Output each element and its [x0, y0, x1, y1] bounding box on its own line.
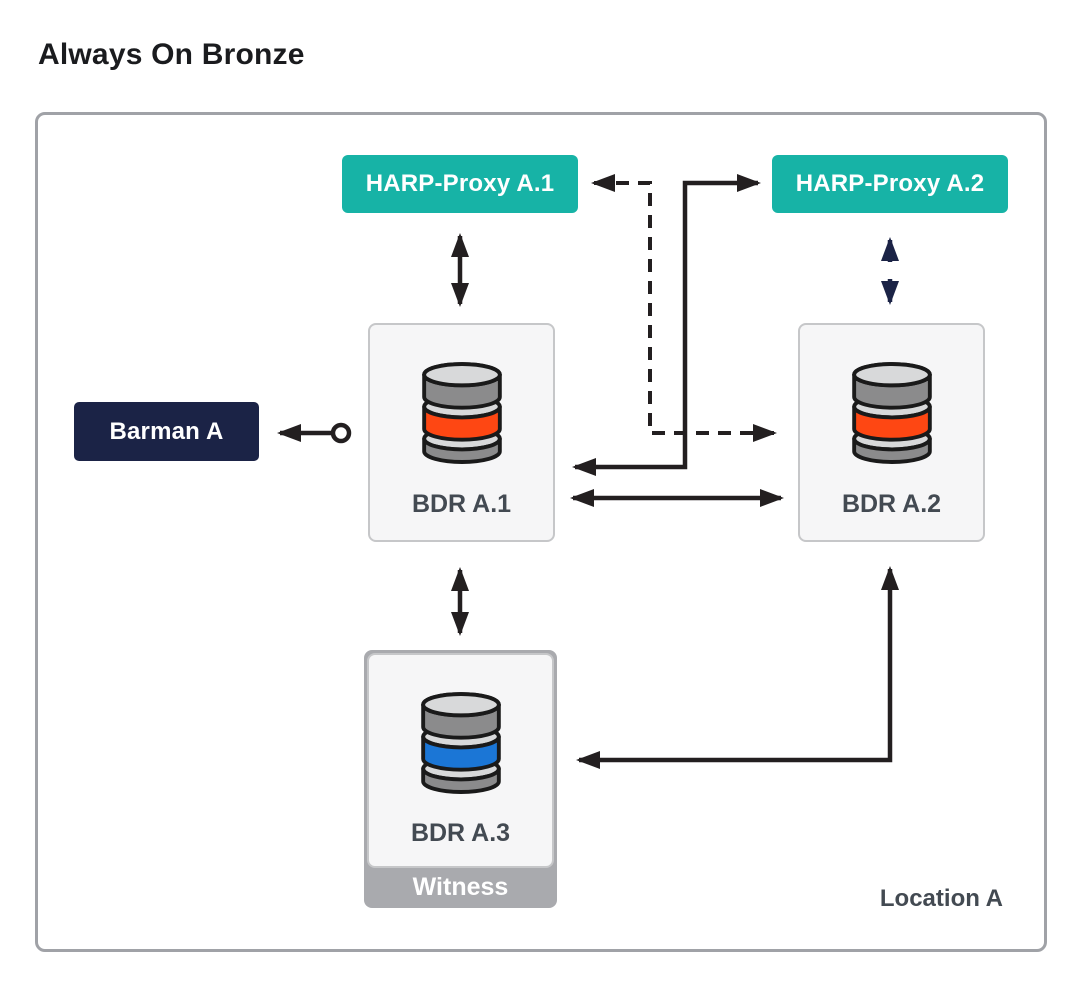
database-icon	[421, 362, 502, 464]
node-bdr-a3: BDR A.3	[367, 653, 554, 868]
bdr-a1-label: BDR A.1	[411, 490, 512, 518]
harp-proxy-a1-label: HARP-Proxy A.1	[365, 170, 555, 197]
bdr-a2-label: BDR A.2	[841, 490, 942, 518]
location-label: Location A	[879, 885, 1003, 912]
database-icon	[420, 692, 501, 794]
node-barman-a: Barman A	[74, 402, 259, 461]
node-bdr-a3-witness: BDR A.3 Witness	[364, 650, 557, 908]
node-bdr-a1: BDR A.1	[368, 323, 555, 542]
harp-proxy-a2-label: HARP-Proxy A.2	[795, 170, 985, 197]
database-icon	[851, 362, 932, 464]
node-harp-proxy-a1: HARP-Proxy A.1	[342, 155, 578, 213]
barman-a-label: Barman A	[109, 417, 224, 445]
node-bdr-a2: BDR A.2	[798, 323, 985, 542]
witness-badge: Witness	[412, 873, 509, 901]
bdr-a3-label: BDR A.3	[410, 819, 511, 847]
node-harp-proxy-a2: HARP-Proxy A.2	[772, 155, 1008, 213]
diagram-title: Always On Bronze	[38, 38, 305, 71]
